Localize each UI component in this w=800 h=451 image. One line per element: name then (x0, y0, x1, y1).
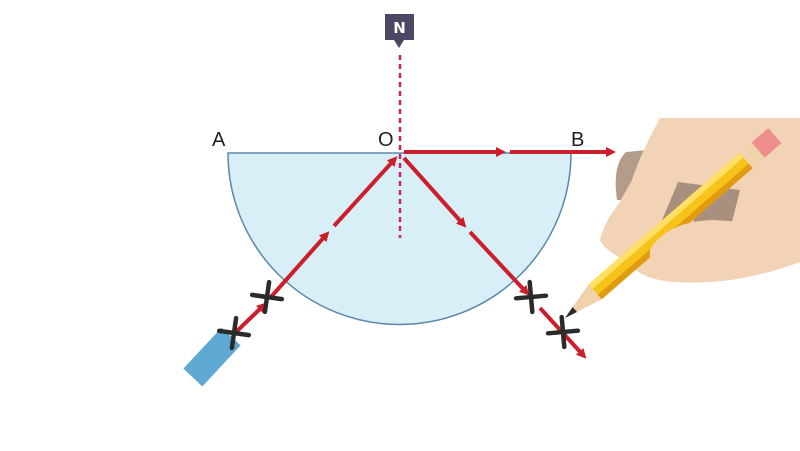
label-o: O (378, 129, 394, 151)
normal-label: N (393, 19, 406, 37)
normal-badge: N (385, 14, 414, 48)
cross-mark-4 (545, 314, 581, 350)
cross-mark-2 (249, 279, 285, 315)
hand-holding-pencil-icon (565, 118, 800, 318)
cross-mark-3 (513, 279, 549, 315)
label-b: B (571, 129, 584, 151)
semicircular-block (227, 152, 572, 326)
label-a: A (212, 129, 226, 151)
ray-box-icon (183, 327, 241, 387)
cross-mark-1 (216, 315, 252, 351)
incident-ray (234, 156, 398, 334)
map-pin-badge-icon (385, 14, 414, 48)
